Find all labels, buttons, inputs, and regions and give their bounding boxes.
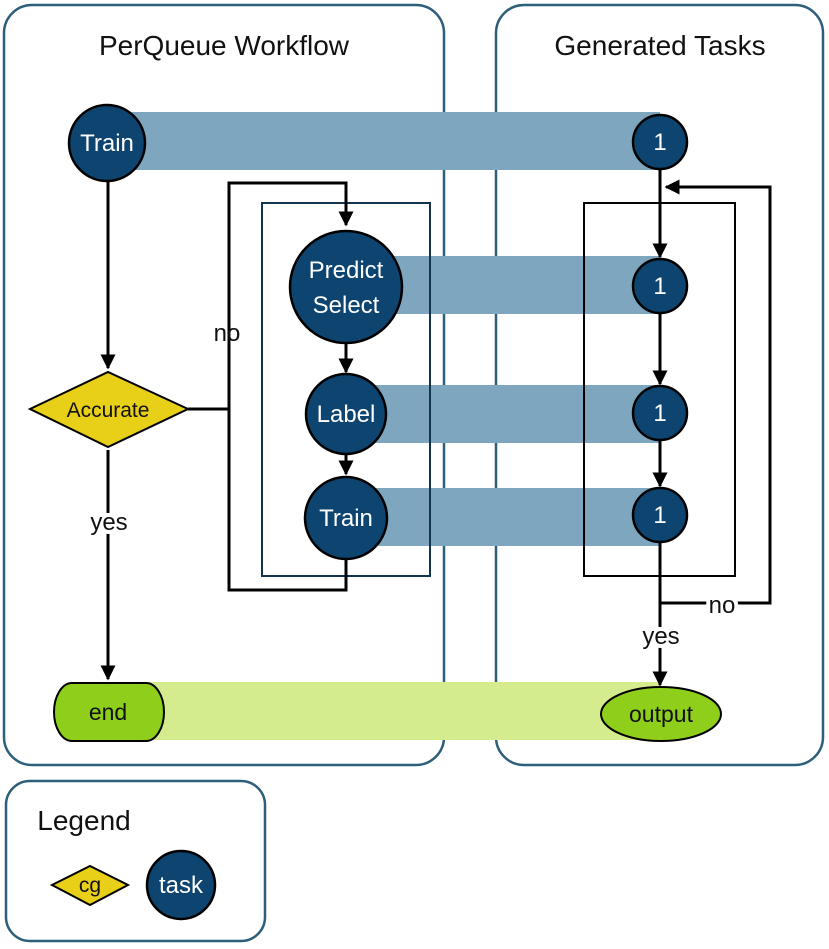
accurate-cg-label: Accurate — [67, 399, 150, 422]
workflow-no-label: no — [214, 320, 241, 347]
workflow-yes-label: yes — [90, 509, 127, 536]
task-node-2: 1 — [631, 257, 689, 315]
band-train-task — [108, 112, 660, 170]
edge-no-loop — [188, 181, 354, 411]
band-train-loop-task — [346, 488, 660, 546]
output-node-label: output — [629, 701, 694, 727]
band-end-output — [108, 682, 660, 740]
label-node: Label — [304, 372, 388, 456]
task-node-1-label: 1 — [653, 129, 666, 156]
task-node-4-label: 1 — [653, 502, 666, 529]
task-node-1: 1 — [631, 113, 689, 171]
predict-select-node: Predict Select — [288, 229, 404, 345]
edge-task4-no-loop — [658, 179, 772, 605]
task-node-4: 1 — [631, 486, 689, 544]
predict-line1: Predict — [309, 257, 384, 284]
label-node-label: Label — [317, 401, 376, 428]
train-node-loop: Train — [303, 475, 389, 561]
train-node-top-label: Train — [80, 130, 134, 157]
tasks-no-label: no — [709, 592, 736, 619]
tasks-yes-label: yes — [642, 623, 679, 650]
edge-train-back-to-accurate — [227, 409, 348, 592]
legend-cg-label: cg — [79, 874, 101, 897]
legend-task-symbol: task — [145, 849, 217, 921]
legend-panel — [4, 779, 267, 943]
band-label-task — [346, 385, 660, 443]
tasks-panel-title: Generated Tasks — [554, 30, 765, 61]
end-node-label: end — [89, 699, 127, 725]
legend-task-label: task — [159, 872, 204, 899]
accurate-cg-node: Accurate — [27, 370, 191, 449]
end-node: end — [53, 682, 165, 742]
output-node: output — [600, 686, 722, 742]
workflow-panel-title: PerQueue Workflow — [99, 30, 350, 61]
select-line2: Select — [313, 292, 380, 319]
task-node-2-label: 1 — [653, 273, 666, 300]
task-node-3: 1 — [631, 384, 689, 442]
train-node-top: Train — [67, 103, 147, 183]
train-node-loop-label: Train — [319, 505, 373, 532]
legend-title: Legend — [37, 805, 130, 836]
legend-cg-symbol: cg — [49, 864, 131, 907]
task-node-3-label: 1 — [653, 400, 666, 427]
